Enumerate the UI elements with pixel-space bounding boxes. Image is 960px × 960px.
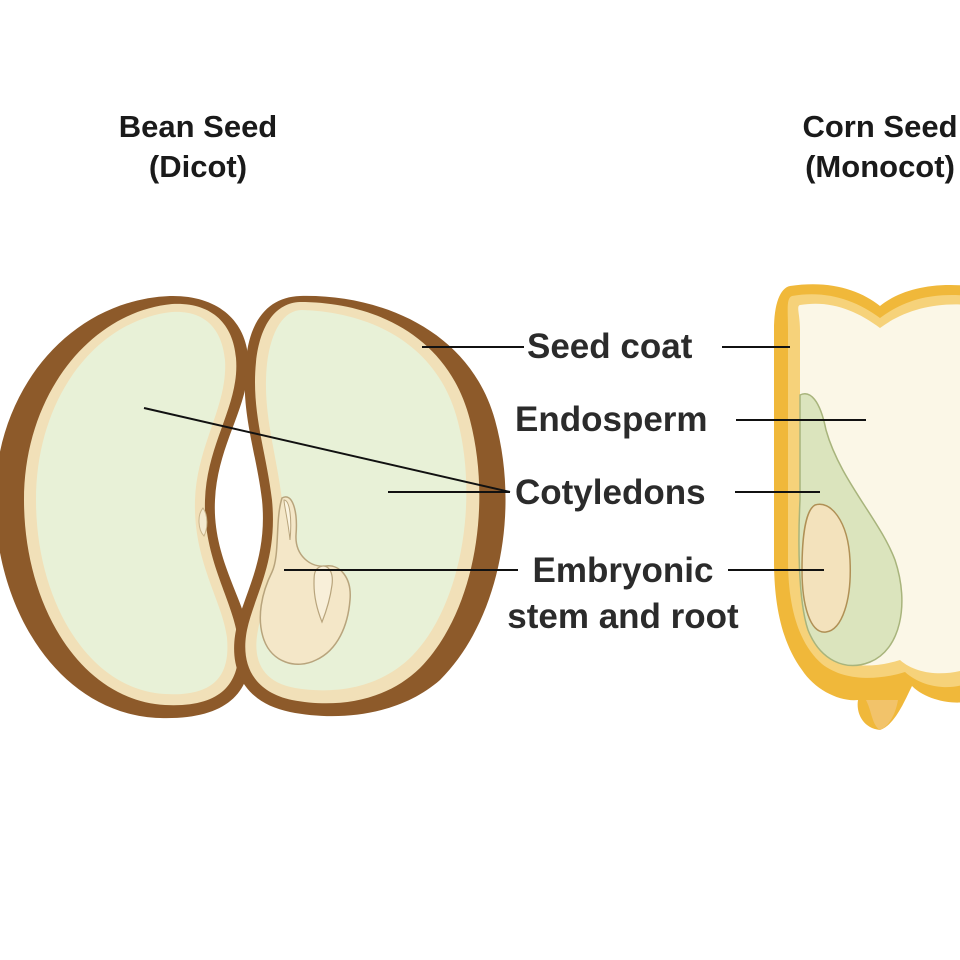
bean-right-half	[234, 295, 506, 717]
bean-left-hilum	[198, 507, 208, 537]
corn-seed	[774, 284, 960, 730]
label-embryonic-line1: Embryonic	[532, 551, 714, 590]
leader-cotyledons-left-bean	[143, 407, 511, 493]
corn-seed-title-line2: (Monocot)	[805, 149, 955, 184]
bean-seed-title-line2: (Dicot)	[148, 149, 248, 184]
label-embryonic-line2: stem and root	[507, 597, 739, 636]
bean-embryo-leaf	[313, 565, 333, 624]
corn-seed-title: Corn Seed (Monocot)	[770, 107, 960, 187]
label-embryonic-stem-root: Embryonic stem and root	[491, 548, 755, 640]
label-cotyledons: Cotyledons	[515, 473, 706, 512]
corn-embryo	[801, 503, 851, 633]
bean-left-interior	[36, 311, 228, 695]
bean-seed-title: Bean Seed (Dicot)	[98, 107, 298, 187]
bean-seed-title-line1: Bean Seed	[118, 109, 278, 144]
corn-tip	[866, 700, 898, 730]
corn-seed-title-line1: Corn Seed	[802, 109, 958, 144]
label-seed-coat: Seed coat	[527, 327, 693, 366]
leader-lines	[143, 346, 866, 571]
bean-embryo	[259, 496, 351, 665]
bean-left-half	[0, 295, 251, 719]
bean-embryo-radicle	[283, 499, 292, 541]
label-endosperm: Endosperm	[515, 400, 708, 439]
